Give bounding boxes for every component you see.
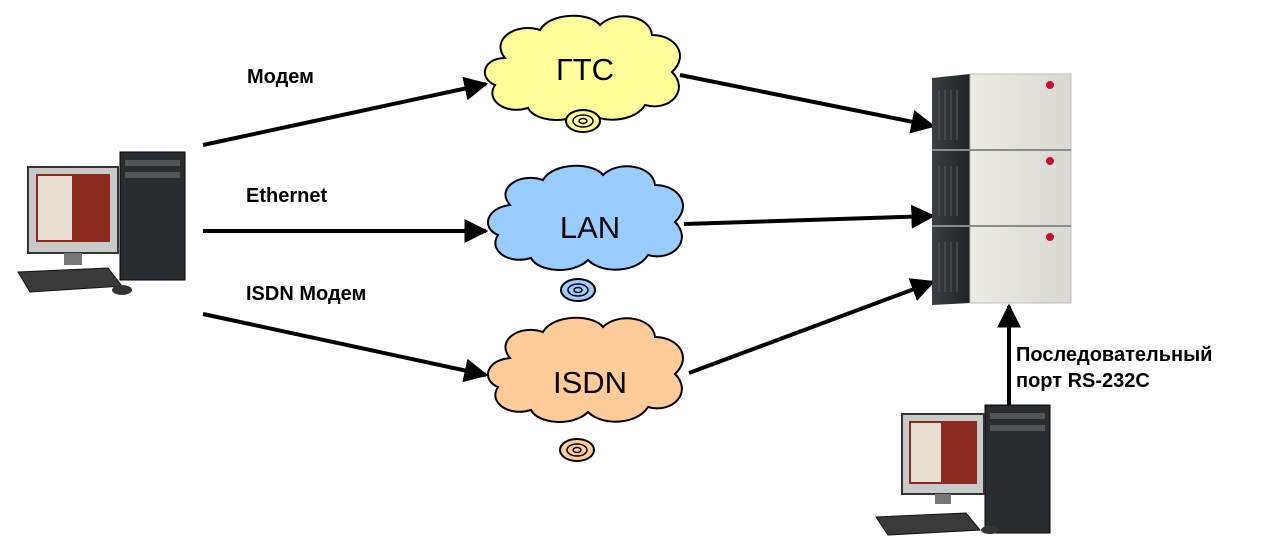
label-ethernet: Ethernet — [246, 185, 328, 207]
cloud-isdn — [487, 316, 684, 462]
cloud-gts — [483, 14, 681, 133]
lg-logo-icon — [1046, 157, 1054, 165]
arrow-isdn-modem-to-isdn — [202, 312, 489, 383]
label-serial-line1: Последовательный — [1016, 344, 1213, 366]
arrow-modem-to-gts — [202, 76, 489, 147]
arrow-gts-to-pbx — [679, 73, 936, 134]
computer-left-icon — [17, 151, 186, 295]
arrow-lan-to-pbx — [683, 204, 936, 229]
cloud-lan-label: LAN — [559, 210, 621, 245]
cloud-lan — [487, 164, 684, 302]
label-serial-line2: порт RS-232C — [1016, 370, 1150, 392]
cloud-gts-label: ГТС — [555, 52, 615, 87]
lg-logo-icon — [1046, 233, 1054, 241]
pbx-cabinet — [932, 73, 1072, 305]
computer-bottom-right-icon — [875, 404, 1051, 536]
arrow-isdn-to-pbx — [688, 278, 936, 375]
label-isdn-modem: ISDN Модем — [246, 283, 367, 305]
lg-logo-icon — [1046, 81, 1054, 89]
cloud-isdn-label: ISDN — [552, 365, 628, 400]
label-modem: Модем — [247, 66, 314, 88]
